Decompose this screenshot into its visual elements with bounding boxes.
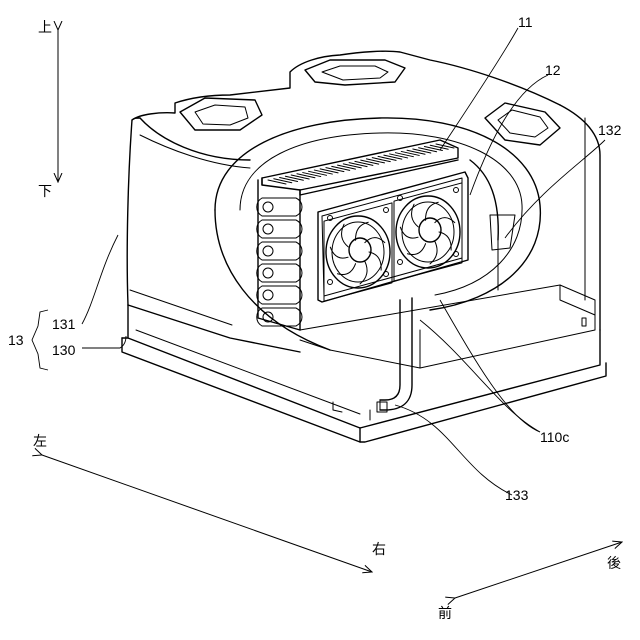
front-rear-arrow — [455, 542, 622, 598]
left-right-arrow — [42, 455, 372, 572]
label-left: 左 — [33, 434, 47, 450]
ref-13: 13 — [8, 332, 24, 348]
ref-133: 133 — [505, 487, 529, 503]
ref-110c: 110c — [540, 429, 569, 445]
coil-end — [263, 268, 273, 278]
coil-end — [263, 202, 273, 212]
label-down: 下 — [38, 184, 52, 200]
ref-130: 130 — [52, 342, 76, 358]
fan-blade — [412, 204, 419, 227]
base-casing — [122, 305, 606, 442]
top-handle-recess-left — [180, 98, 262, 130]
coil-loop — [257, 220, 302, 238]
fan-blade — [337, 264, 355, 275]
fan-hub — [419, 218, 441, 242]
condenser-coil — [257, 180, 302, 330]
coil-loops — [257, 198, 302, 326]
coil-end — [263, 224, 273, 234]
coil-loop — [257, 242, 302, 260]
ref-11: 11 — [518, 14, 533, 30]
fan-ring — [396, 196, 460, 268]
fan-hub — [349, 238, 371, 262]
coil-loop — [257, 198, 302, 216]
label-up: 上 — [38, 20, 52, 36]
fan-blade — [407, 244, 425, 255]
fan-blade — [400, 227, 418, 238]
fan-blade — [330, 247, 348, 258]
housing-body — [127, 51, 600, 352]
coil-loop — [257, 286, 302, 304]
top-handle-recess-rear — [305, 60, 405, 85]
coil-end — [263, 246, 273, 256]
label-rear: 後 — [607, 556, 621, 572]
inner-tray — [300, 285, 595, 368]
coil-end — [263, 290, 273, 300]
fan-ring — [326, 216, 390, 288]
ref-131: 131 — [52, 316, 76, 332]
fan-blade — [342, 224, 349, 247]
coil-loop — [257, 264, 302, 282]
top-handle-recess-right — [485, 103, 560, 145]
label-right: 右 — [372, 542, 386, 558]
fan-right — [394, 183, 462, 281]
ref-12: 12 — [545, 62, 561, 78]
label-front: 前 — [438, 605, 452, 622]
ref-132: 132 — [598, 122, 622, 138]
drain-pipe-133 — [377, 298, 412, 412]
